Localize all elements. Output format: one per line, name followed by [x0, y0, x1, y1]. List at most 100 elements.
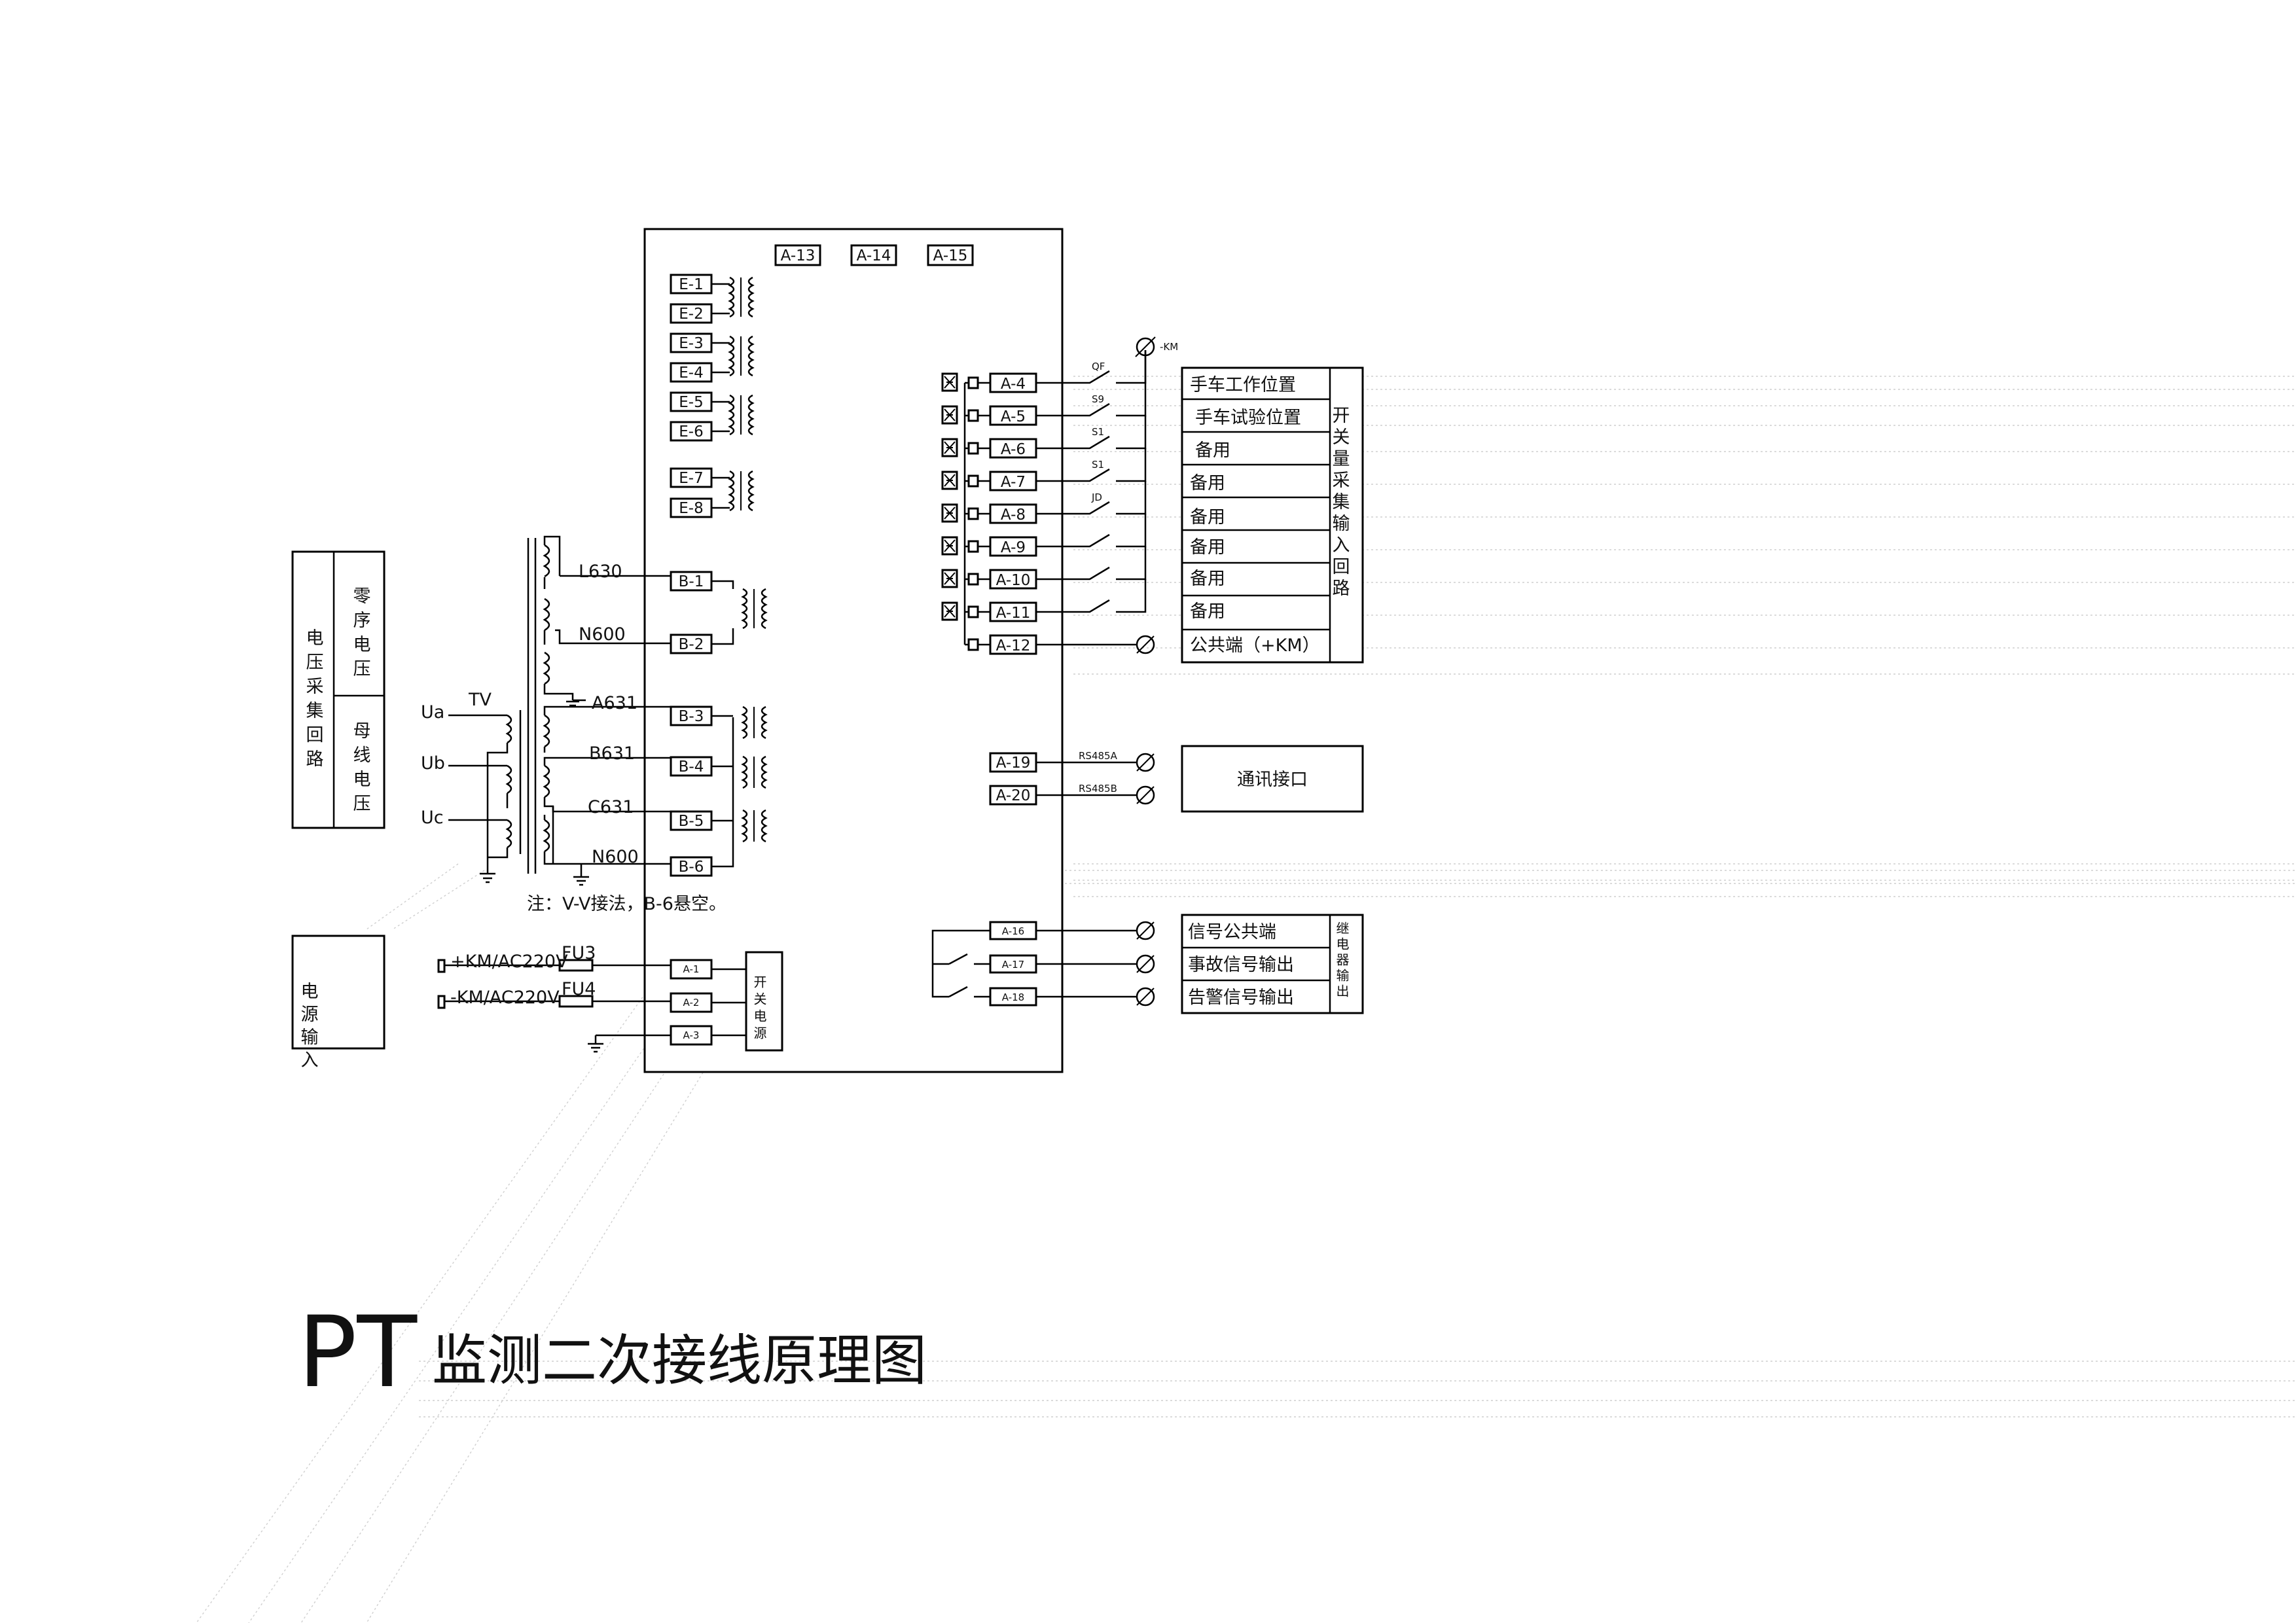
terminal-box — [989, 569, 1037, 590]
terminal-label: A-7 — [1001, 474, 1026, 491]
di-terminal-row: A-12 — [965, 634, 1155, 655]
optocoupler-icon — [941, 438, 958, 457]
optocoupler-icon — [941, 536, 958, 556]
terminal-label: B-5 — [679, 813, 704, 830]
terminal-b3 — [670, 705, 713, 726]
voltage-group-title: 电压采集回路 — [303, 628, 324, 774]
terminal-a17: A-17 — [1002, 959, 1024, 971]
resistor-icon — [967, 638, 979, 651]
phase-ua: Ua — [421, 702, 444, 722]
optocoupler-icon — [941, 569, 958, 588]
terminal-a1: A-1 — [683, 963, 700, 975]
phase-uc: Uc — [421, 808, 444, 828]
di-terminal-row: A-5 S9 — [941, 383, 1147, 426]
terminal-label: A-4 — [1001, 376, 1026, 393]
contact-label: QF — [1092, 361, 1105, 372]
optocoupler-icon — [941, 405, 958, 425]
di-row-label: 备用 — [1190, 507, 1225, 527]
terminal-box — [989, 372, 1037, 393]
terminal-label: A-14 — [857, 247, 891, 264]
wire-c631: C631 — [588, 797, 634, 817]
di-row-label: 备用 — [1195, 440, 1230, 461]
relay-row-label: 事故信号输出 — [1188, 955, 1294, 975]
fuse-fu3: FU3 — [562, 943, 596, 963]
resistor-icon — [967, 573, 979, 586]
resistor-icon — [967, 442, 979, 455]
terminal-label: A-6 — [1001, 441, 1026, 458]
terminal-a16: A-16 — [1002, 925, 1024, 937]
power-box-label: 电源输入 — [298, 982, 318, 1073]
di-row-label: 备用 — [1190, 601, 1225, 622]
power-section — [291, 935, 783, 1053]
resistor-icon — [967, 540, 979, 553]
bus-voltage-label: 母线电压 — [350, 721, 371, 818]
terminal-a20: A-20 — [996, 787, 1031, 804]
terminal-label: E-4 — [679, 365, 703, 382]
relay-group-title: 继电器输出 — [1334, 921, 1350, 1000]
terminal-circle-icon — [1136, 635, 1155, 654]
wire-n600-zero: N600 — [579, 624, 626, 645]
wire-a631: A631 — [592, 693, 637, 713]
contact-label: S1 — [1092, 426, 1104, 438]
resistor-icon — [967, 605, 979, 618]
e-terminals: E-1 E-2 E-3 E-4 E-5 E-6 E-7 E-8 — [670, 274, 755, 518]
di-row-label: 备用 — [1190, 473, 1225, 493]
di-terminal-row: A-9 — [941, 514, 1147, 557]
tv-wiring — [448, 535, 671, 886]
terminal-label: B-4 — [679, 758, 704, 776]
di-row-label: 手车工作位置 — [1190, 375, 1296, 395]
terminal-a19: A-19 — [996, 755, 1031, 772]
top-terminals: A-13 A-14 A-15 — [774, 244, 974, 266]
zero-sequence-label: 零序电压 — [350, 586, 371, 683]
di-group-title: 开关量采集输入回路 — [1329, 406, 1350, 600]
optocoupler-icon — [941, 601, 958, 621]
di-row-label: 备用 — [1190, 569, 1225, 589]
wire-b631: B631 — [589, 743, 635, 764]
relay-row-label: 告警信号输出 — [1188, 988, 1294, 1008]
power-minus-line: -KM/AC220V — [450, 988, 560, 1008]
km-label: -KM — [1160, 341, 1178, 353]
comm-interface-label: 通讯接口 — [1237, 770, 1308, 790]
di-row-label: 公共端（+KM） — [1190, 635, 1320, 656]
resistor-icon — [967, 409, 979, 422]
optocoupler-icon — [941, 372, 958, 392]
contact-label: S9 — [1092, 393, 1104, 405]
di-terminal-row: A-10 — [941, 546, 1147, 590]
title-prefix: PT — [298, 1296, 418, 1410]
page-title: 监测二次接线原理图 — [432, 1329, 927, 1393]
power-plus-line: +KM/AC220V — [450, 952, 568, 972]
terminal-label: A-15 — [933, 247, 968, 264]
terminal-a3: A-3 — [683, 1029, 700, 1041]
resistor-icon — [967, 376, 979, 389]
terminal-a18: A-18 — [1002, 991, 1024, 1003]
di-table — [1181, 366, 1364, 664]
switch-power-label: 开关电源 — [751, 975, 767, 1043]
relay-row-label: 信号公共端 — [1188, 922, 1276, 942]
di-terminal-row: A-11 — [941, 579, 1147, 622]
terminal-label: B-6 — [679, 859, 704, 876]
terminal-b5 — [670, 810, 713, 831]
terminal-b6 — [670, 856, 713, 877]
di-terminal-row: A-4 QF — [941, 350, 1147, 393]
terminal-label: E-2 — [679, 306, 703, 323]
relay-section — [931, 914, 1364, 1014]
terminal-label: A-11 — [996, 605, 1031, 622]
terminal-b2 — [670, 633, 713, 654]
rs485a-label: RS485A — [1079, 750, 1118, 762]
b-terminals: B-1 B-2 B-3 B-4 B-5 B-6 — [670, 571, 768, 877]
terminal-box — [989, 601, 1037, 622]
tv-note: 注：V-V接法，B-6悬空。 — [527, 894, 726, 914]
wire-l630: L630 — [579, 562, 622, 582]
terminal-label: A-8 — [1001, 507, 1026, 524]
contact-label: S1 — [1092, 459, 1104, 471]
resistor-icon — [967, 474, 979, 488]
terminal-label: B-1 — [679, 573, 704, 590]
terminal-label: A-9 — [1001, 539, 1026, 556]
contact-label: JD — [1091, 491, 1102, 503]
terminal-a2: A-2 — [683, 997, 700, 1008]
fuse-fu4: FU4 — [562, 979, 596, 999]
terminal-label: B-2 — [679, 636, 704, 653]
terminal-label: A-5 — [1001, 408, 1026, 425]
